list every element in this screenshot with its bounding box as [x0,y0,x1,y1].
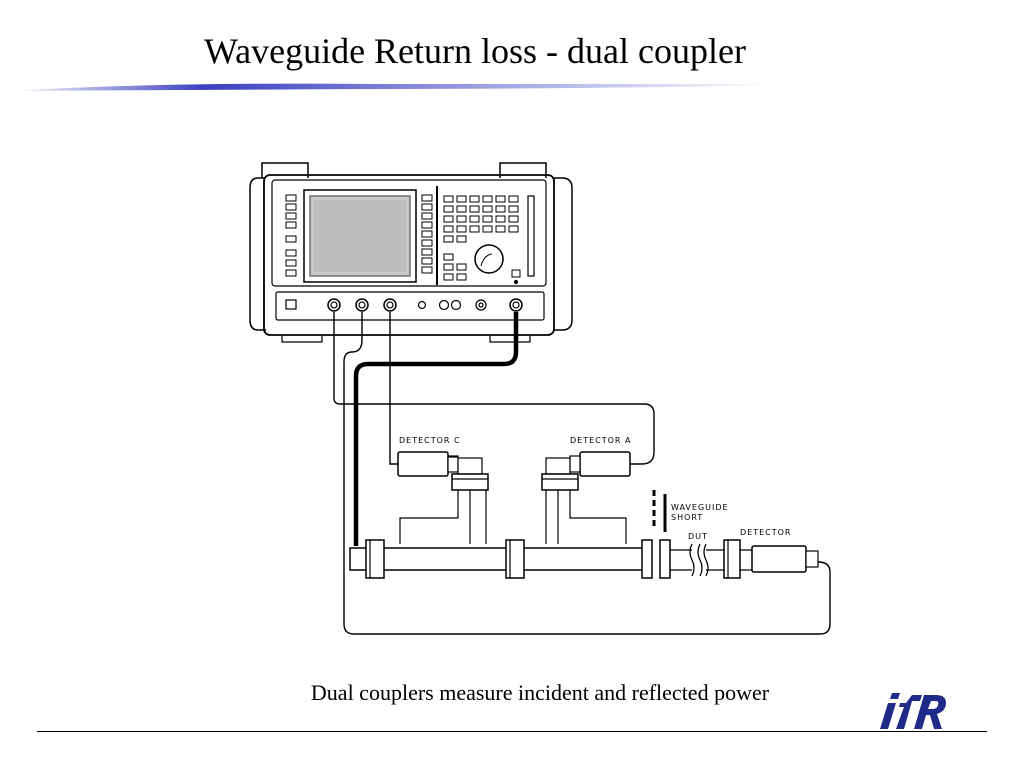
instrument-front-panel [249,162,573,343]
coupler-a [545,490,627,544]
label-detector: DETECTOR [740,528,791,537]
label-dut: DUT [688,532,708,541]
detector-a [541,451,631,491]
title-underline [10,83,780,91]
waveguide-main-line [349,539,653,579]
label-detector-a: DETECTOR A [570,436,632,445]
test-setup-diagram: DETECTOR C DETECTOR A WAVEGUIDE SHORT DU… [249,162,831,635]
label-waveguide: WAVEGUIDE [671,503,729,512]
label-short: SHORT [671,513,703,522]
detector-c [397,451,489,491]
footer-rule [37,731,987,732]
cable-input-detector [343,312,831,635]
slide-caption: Dual couplers measure incident and refle… [310,680,770,705]
label-detector-c: DETECTOR C [399,436,461,445]
waveguide-short [652,490,667,532]
coupler-c [399,490,487,544]
ifr-logo [880,693,946,729]
slide-title: Waveguide Return loss - dual coupler [204,31,746,71]
cable-detector-a [333,312,655,465]
dut-section [659,539,741,579]
cable-rf-output [353,312,519,546]
output-detector [740,545,819,573]
